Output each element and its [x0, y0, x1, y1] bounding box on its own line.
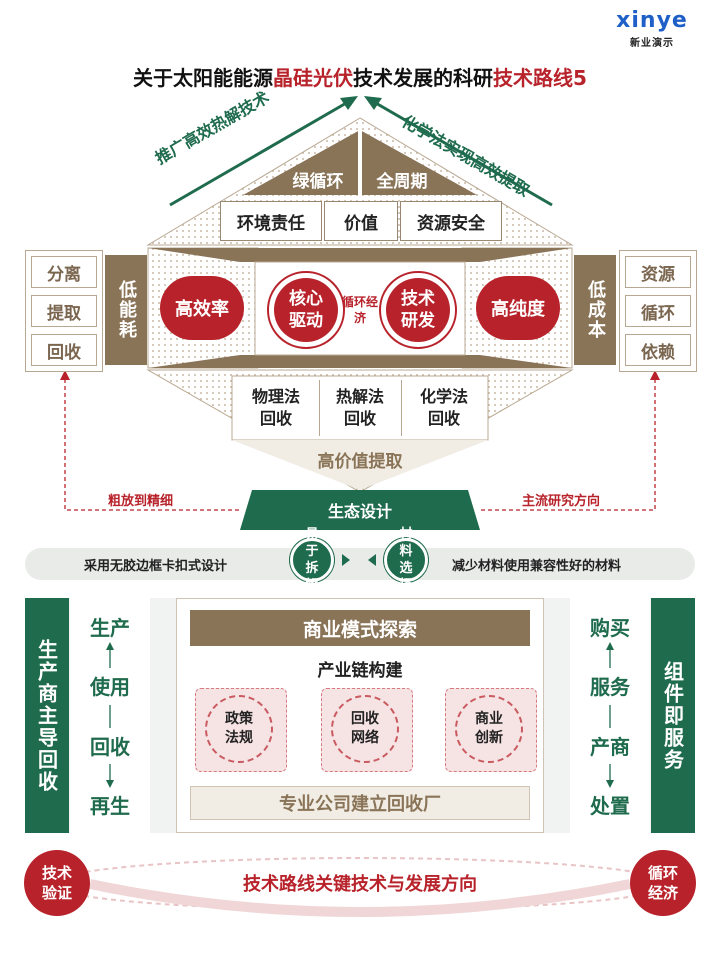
left-chain-3: 回收 [90, 734, 130, 759]
left-side-label: 低能耗 [116, 280, 137, 340]
right-list-item-1: 资源 [625, 256, 691, 288]
title-highlight2: 技术路线5 [493, 66, 587, 90]
center-left-ring [267, 271, 345, 349]
right-list-item-3: 依赖 [625, 334, 691, 366]
design-bar [25, 548, 695, 580]
title-highlight1: 晶硅光伏 [273, 66, 354, 90]
bottom-label: 高价值提取 [317, 451, 403, 472]
right-side-label: 低成本 [585, 280, 606, 340]
roof-cell-left: 绿循环 [292, 171, 344, 192]
right-chain-3: 产商 [590, 734, 630, 759]
right-vertical-label: 组件即服务 [651, 598, 695, 833]
bottom-tip [232, 440, 488, 490]
policy-text: 政策法规 [225, 711, 253, 746]
center-left-circle: 核心驱动 [274, 278, 338, 342]
right-chain-2: 服务 [590, 674, 630, 699]
right-roof-arrow-line [373, 100, 553, 207]
network-text: 回收网络 [351, 711, 379, 746]
left-list-item-2: 提取 [31, 295, 97, 327]
roof-cell-right: 全周期 [376, 171, 428, 192]
left-list-item-3: 回收 [31, 334, 97, 366]
industry-chain-subtitle: 产业链构建 [317, 660, 403, 681]
left-roof-arrow-line [169, 100, 349, 207]
method-3: 化学法回收 [419, 387, 468, 428]
left-roof-arrow-head [340, 96, 358, 110]
bar-right-text: 减少材料使用兼容性好的材料 [452, 559, 622, 574]
value-cell-1: 环境责任 [220, 201, 322, 241]
innovation-ring [455, 695, 523, 763]
network-ring [331, 695, 399, 763]
left-core-circle: 高效率 [160, 276, 244, 340]
recycling-plant-footer: 专业公司建立回收厂 [190, 786, 530, 820]
logo-sub-text: 新业演示 [630, 38, 674, 49]
left-chain-2: 使用 [90, 674, 130, 699]
eco-design-base [240, 490, 480, 530]
footer-right-circle: 循环经济 [630, 850, 696, 916]
title-part1: 关于太阳能能源 [133, 66, 274, 90]
right-chain-1: 购买 [590, 615, 630, 640]
core-top-band [148, 248, 572, 262]
title-part2: 技术发展的科研 [353, 66, 494, 90]
right-chain-connectors [606, 642, 614, 788]
eco-design-label: 生态设计 [327, 502, 392, 521]
brand-logo: xinye 新业演示 [604, 8, 700, 49]
left-flow-line [64, 372, 240, 511]
center-right-circle: 技术研发 [386, 278, 450, 342]
business-model-header: 商业模式探索 [190, 610, 530, 646]
footer-center-text: 技术路线关键技术与发展方向 [243, 874, 477, 895]
center-right-ring [379, 271, 457, 349]
bar-connector-arrows [342, 554, 376, 566]
bar-left-text: 采用无胶边框卡扣式设计 [84, 559, 228, 574]
left-chain-4: 再生 [90, 793, 130, 818]
right-flow-line [480, 372, 656, 511]
center-mid-text: 循环经济 [341, 295, 378, 325]
right-roof-arrow-head [364, 96, 382, 110]
right-core-circle: 高纯度 [476, 276, 560, 340]
left-chain-connectors [106, 642, 114, 788]
logo-brand-text: xinye [616, 8, 688, 33]
left-vertical-label: 生产商主导回收 [25, 598, 69, 833]
policy-ring [205, 695, 273, 763]
left-flow-label: 粗放到精细 [108, 494, 174, 509]
bar-right-circle: 材料选择 [384, 527, 428, 593]
bar-left-circle: 易于拆解 [290, 527, 334, 593]
footer-left-circle: 技术验证 [24, 850, 90, 916]
right-side-panel [574, 255, 616, 365]
right-list-item-2: 循环 [625, 295, 691, 327]
left-side-panel [105, 255, 147, 365]
core-bottom-band [148, 355, 572, 368]
left-list-item-1: 分离 [31, 256, 97, 288]
page-title: 关于太阳能能源晶硅光伏技术发展的科研技术路线5 [0, 62, 720, 91]
method-2: 热解法回收 [335, 387, 384, 428]
right-flow-label: 主流研究方向 [522, 494, 601, 509]
value-cell-3: 资源安全 [400, 201, 502, 241]
method-1: 物理法回收 [251, 387, 300, 428]
left-chain-1: 生产 [90, 615, 130, 640]
value-cell-2: 价值 [324, 201, 398, 241]
right-chain-4: 处置 [590, 793, 630, 818]
innovation-text: 商业创新 [475, 711, 503, 746]
